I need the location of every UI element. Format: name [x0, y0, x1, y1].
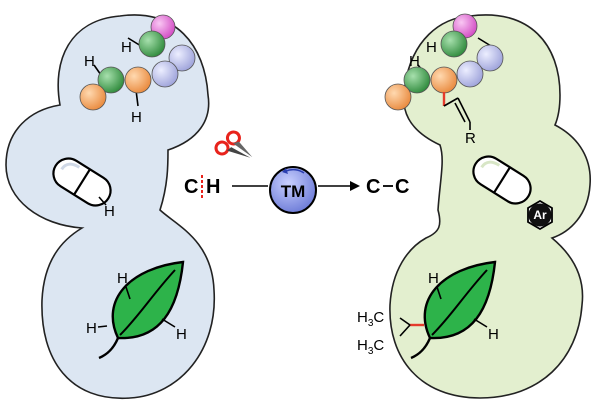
- green-atom: [97, 66, 125, 94]
- vinyl-bond: [457, 97, 471, 123]
- aryl-badge: Ar: [527, 199, 553, 231]
- molecule-right: H H R: [384, 13, 504, 147]
- atom-h: H: [104, 203, 115, 220]
- leaf-icon: H H H: [86, 260, 187, 360]
- orange-atom: [384, 83, 412, 111]
- molecule-left: H H H: [79, 14, 196, 126]
- arrow-head: [350, 181, 360, 191]
- reaction-center: C H TM C C: [184, 130, 409, 214]
- lavender-atom: [456, 60, 484, 88]
- cycle-arrow-icon: [285, 168, 305, 174]
- atom-h: H: [86, 320, 97, 337]
- capsule-icon: H: [52, 157, 115, 220]
- atom-h: H: [428, 270, 439, 287]
- atom-h: H: [409, 53, 420, 70]
- lavender-atom: [151, 60, 179, 88]
- orange-atom: [79, 83, 107, 111]
- r-group: R: [465, 130, 476, 147]
- cc-carbon-2: C: [395, 176, 409, 198]
- product-panel: H H R Ar H: [357, 13, 591, 399]
- lavender-atom: [476, 44, 504, 72]
- atom-h: H: [176, 326, 187, 343]
- green-atom: [440, 30, 468, 58]
- vinyl-double-bond: [454, 102, 466, 123]
- catalyst-circle: TM: [269, 166, 317, 214]
- leaf-icon: H H H3C H3C: [357, 260, 499, 360]
- atom-h: H: [117, 270, 128, 287]
- atom-h: H: [131, 109, 142, 126]
- orange-atom: [430, 66, 458, 94]
- methyl-bottom: H3C: [357, 337, 384, 357]
- ch-hydrogen: H: [206, 176, 220, 198]
- substrate-panel: H H H H H H H: [5, 14, 216, 399]
- scissors-icon: [214, 130, 253, 158]
- atom-h: H: [488, 326, 499, 343]
- atom-h: H: [84, 53, 95, 70]
- aryl-label: Ar: [533, 208, 547, 222]
- cc-carbon-1: C: [366, 176, 380, 198]
- capsule-icon: Ar: [472, 155, 553, 231]
- catalyst-label: TM: [281, 182, 306, 201]
- orange-atom: [124, 66, 152, 94]
- methyl-top: H3C: [357, 309, 384, 329]
- atom-h: H: [426, 39, 437, 56]
- green-atom: [403, 66, 431, 94]
- green-atom: [138, 30, 166, 58]
- atom-h: H: [121, 39, 132, 56]
- ch-carbon: C: [184, 176, 198, 198]
- vinyl-bond: [443, 97, 459, 107]
- lavender-atom: [168, 44, 196, 72]
